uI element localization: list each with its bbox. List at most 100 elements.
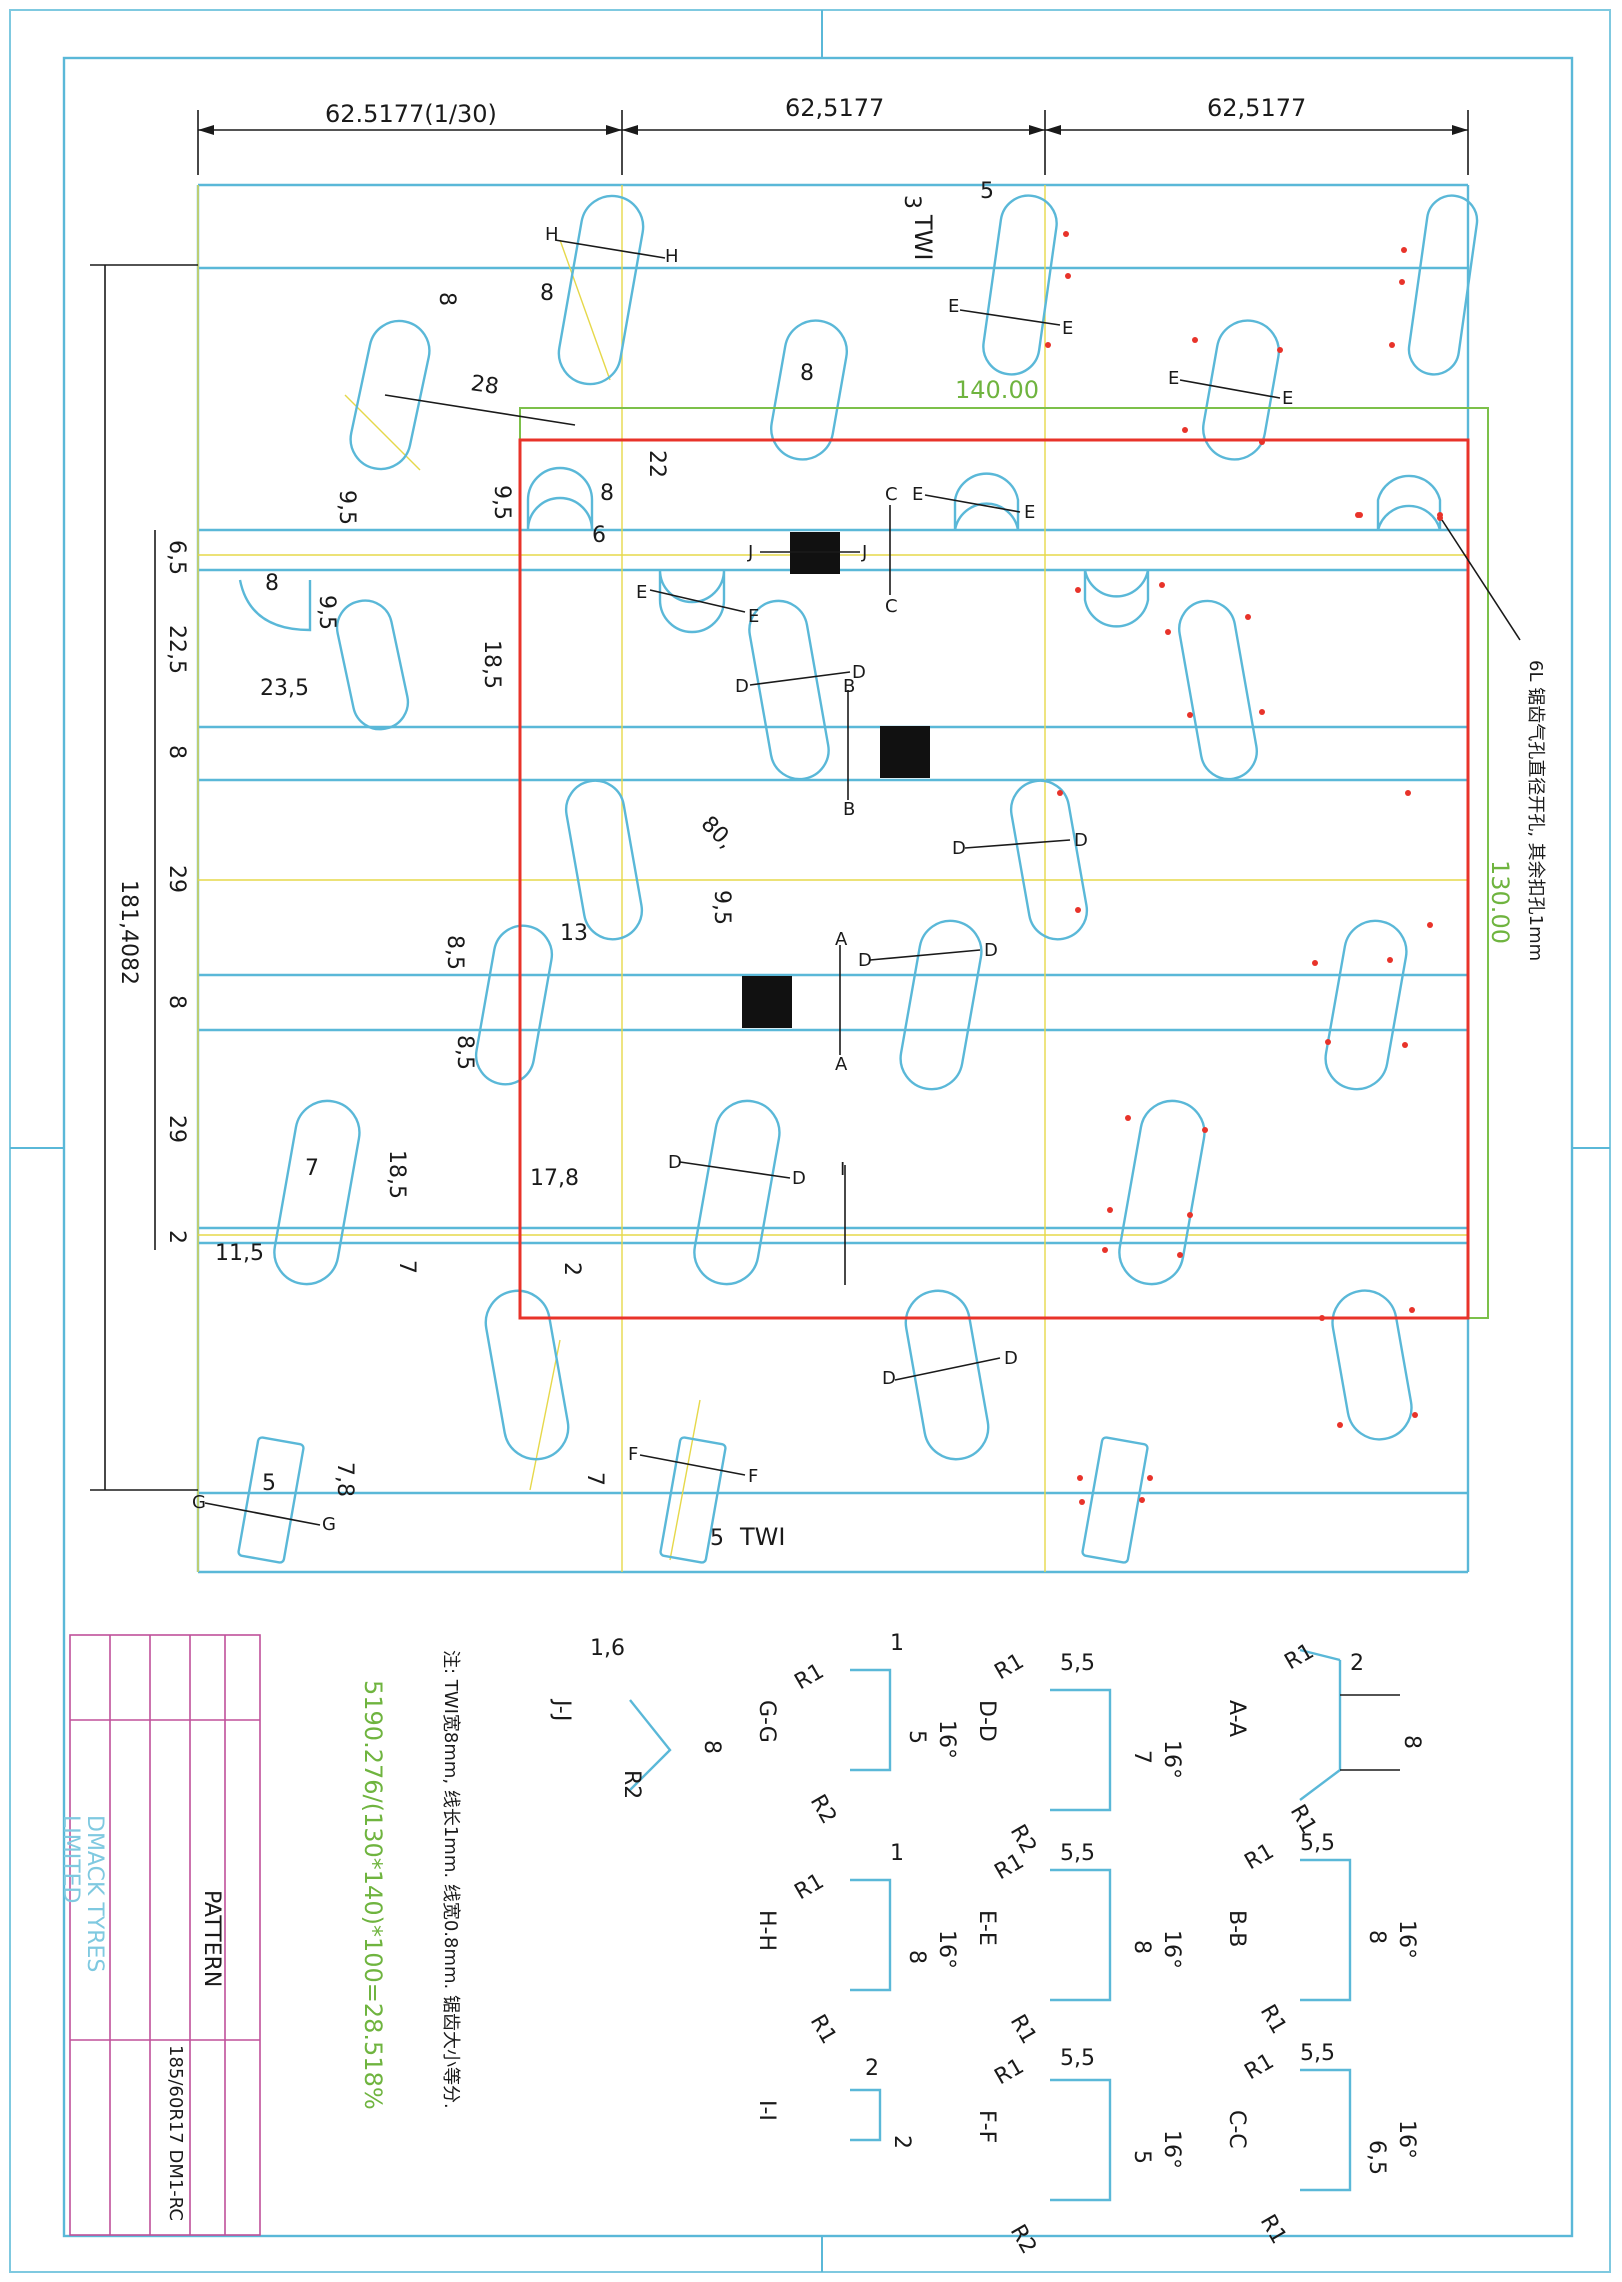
svg-text:G: G xyxy=(192,1492,206,1513)
svg-text:C: C xyxy=(885,484,898,505)
svg-text:5: 5 xyxy=(980,179,994,204)
sheet-border-outer xyxy=(9,9,1611,2273)
svg-text:H-H: H-H xyxy=(754,1910,779,1951)
svg-text:2: 2 xyxy=(559,1262,584,1276)
svg-text:8: 8 xyxy=(1129,1940,1154,1954)
svg-text:D: D xyxy=(735,676,749,697)
svg-text:8: 8 xyxy=(800,361,814,386)
svg-text:22: 22 xyxy=(644,450,669,478)
twi-label-bottom: TWI xyxy=(739,1523,785,1551)
svg-text:E: E xyxy=(1168,368,1179,389)
svg-text:3: 3 xyxy=(899,195,924,209)
left-dim-1: 6,5 xyxy=(164,540,189,575)
pattern-box-green xyxy=(519,407,1489,1319)
svg-text:R1: R1 xyxy=(1281,1639,1319,1675)
svg-text:1,6: 1,6 xyxy=(590,1636,625,1661)
svg-text:17,8: 17,8 xyxy=(530,1166,579,1191)
svg-text:5,5: 5,5 xyxy=(1060,1651,1095,1676)
svg-text:F: F xyxy=(748,1466,758,1487)
side-note: 6L 锯齿气孔直径开孔, 其余扣孔1mm xyxy=(1525,660,1546,961)
svg-text:80,: 80, xyxy=(696,812,738,854)
svg-text:1: 1 xyxy=(890,1631,904,1656)
svg-text:5,5: 5,5 xyxy=(1060,1841,1095,1866)
svg-text:D: D xyxy=(952,838,966,859)
svg-text:R1: R1 xyxy=(805,2011,841,2049)
svg-text:E: E xyxy=(1062,318,1073,339)
left-dim-6: 29 xyxy=(164,1115,189,1143)
svg-text:7: 7 xyxy=(394,1260,419,1274)
tread-slots xyxy=(237,194,1479,1564)
svg-text:8: 8 xyxy=(699,1740,724,1754)
svg-text:9,5: 9,5 xyxy=(334,490,359,525)
svg-text:B: B xyxy=(843,676,855,697)
svg-text:R2: R2 xyxy=(619,1770,644,1799)
svg-text:R1: R1 xyxy=(991,2054,1029,2090)
svg-text:R2: R2 xyxy=(1005,2221,1041,2259)
svg-text:16°: 16° xyxy=(1159,1930,1184,1969)
title-block: PATTERN 185/60R17 DM1-RC DMACK TYRES LIM… xyxy=(58,1634,261,2236)
svg-text:E-E: E-E xyxy=(974,1910,999,1946)
wear-indicator-blocks xyxy=(742,532,930,1028)
svg-text:D: D xyxy=(792,1168,806,1189)
svg-text:7: 7 xyxy=(582,1472,607,1486)
svg-text:5: 5 xyxy=(710,1526,724,1551)
left-dim-5: 8 xyxy=(164,995,189,1009)
left-dim-7: 2 xyxy=(164,1230,189,1244)
green-height-label: 130.00 xyxy=(1486,860,1514,944)
svg-text:2: 2 xyxy=(1350,1651,1364,1676)
svg-text:5,5: 5,5 xyxy=(1300,2041,1335,2066)
left-dim-3: 8 xyxy=(164,745,189,759)
svg-text:R1: R1 xyxy=(1005,2011,1041,2049)
svg-text:13: 13 xyxy=(560,921,588,946)
svg-text:D-D: D-D xyxy=(974,1700,999,1742)
svg-text:H: H xyxy=(665,246,679,267)
svg-text:I-I: I-I xyxy=(754,2100,779,2121)
svg-text:18,5: 18,5 xyxy=(479,640,504,689)
sheet-border-inner xyxy=(62,56,1574,2238)
svg-text:18,5: 18,5 xyxy=(384,1150,409,1199)
svg-text:C-C: C-C xyxy=(1224,2110,1249,2149)
svg-text:D: D xyxy=(858,950,872,971)
svg-text:9,5: 9,5 xyxy=(314,595,339,630)
svg-text:8: 8 xyxy=(600,481,614,506)
svg-text:16°: 16° xyxy=(1159,2130,1184,2169)
svg-text:5: 5 xyxy=(262,1471,276,1496)
svg-text:B-B: B-B xyxy=(1224,1910,1249,1947)
svg-text:D: D xyxy=(852,662,866,683)
side-callout-leader xyxy=(1441,519,1521,641)
note-text: 注: TWI宽8mm, 线长1mm. 线宽0.8mm. 锯齿大小等分. xyxy=(440,1650,461,2109)
svg-text:R1: R1 xyxy=(791,1869,829,1905)
svg-text:7,8: 7,8 xyxy=(332,1462,357,1497)
svg-text:R2: R2 xyxy=(805,1791,841,1829)
svg-text:1: 1 xyxy=(890,1841,904,1866)
section-labels: A-A B-B C-C D-D E-E F-F G-G H-H I-I J-J xyxy=(549,1698,1249,2149)
ratio-text: 5190.276/(130*140)*100=28.518% xyxy=(359,1680,387,2110)
svg-text:E: E xyxy=(912,484,923,505)
top-dimensions: 62.5177(1/30) 62,5177 62,5177 xyxy=(197,94,1469,175)
svg-text:B: B xyxy=(843,799,855,820)
svg-text:5,5: 5,5 xyxy=(1300,1831,1335,1856)
svg-text:8: 8 xyxy=(904,1950,929,1964)
svg-text:F: F xyxy=(628,1444,638,1465)
left-dimensions: 181,4082 6,5 22,5 8 29 8 29 2 xyxy=(90,264,198,1491)
svg-text:E: E xyxy=(1024,502,1035,523)
left-dim-2: 22,5 xyxy=(164,625,189,674)
section-details: 8 R1 R1 2 5,5 8 16° R1 R1 5,5 6,5 16° R1… xyxy=(590,1631,1424,2258)
svg-text:8: 8 xyxy=(540,281,554,306)
vent-holes xyxy=(1045,231,1443,1505)
svg-text:7: 7 xyxy=(305,1156,319,1181)
svg-text:16°: 16° xyxy=(1159,1740,1184,1779)
svg-text:E: E xyxy=(948,296,959,317)
svg-text:I: I xyxy=(840,1159,845,1180)
svg-text:16°: 16° xyxy=(934,1930,959,1969)
svg-text:5: 5 xyxy=(1129,2150,1154,2164)
svg-text:D: D xyxy=(1074,830,1088,851)
svg-text:A-A: A-A xyxy=(1224,1700,1249,1737)
svg-text:J: J xyxy=(861,542,867,563)
svg-text:H: H xyxy=(545,224,559,245)
left-dim-4: 29 xyxy=(164,865,189,893)
svg-text:16°: 16° xyxy=(934,1720,959,1759)
pitch-box-red xyxy=(518,438,1470,1320)
